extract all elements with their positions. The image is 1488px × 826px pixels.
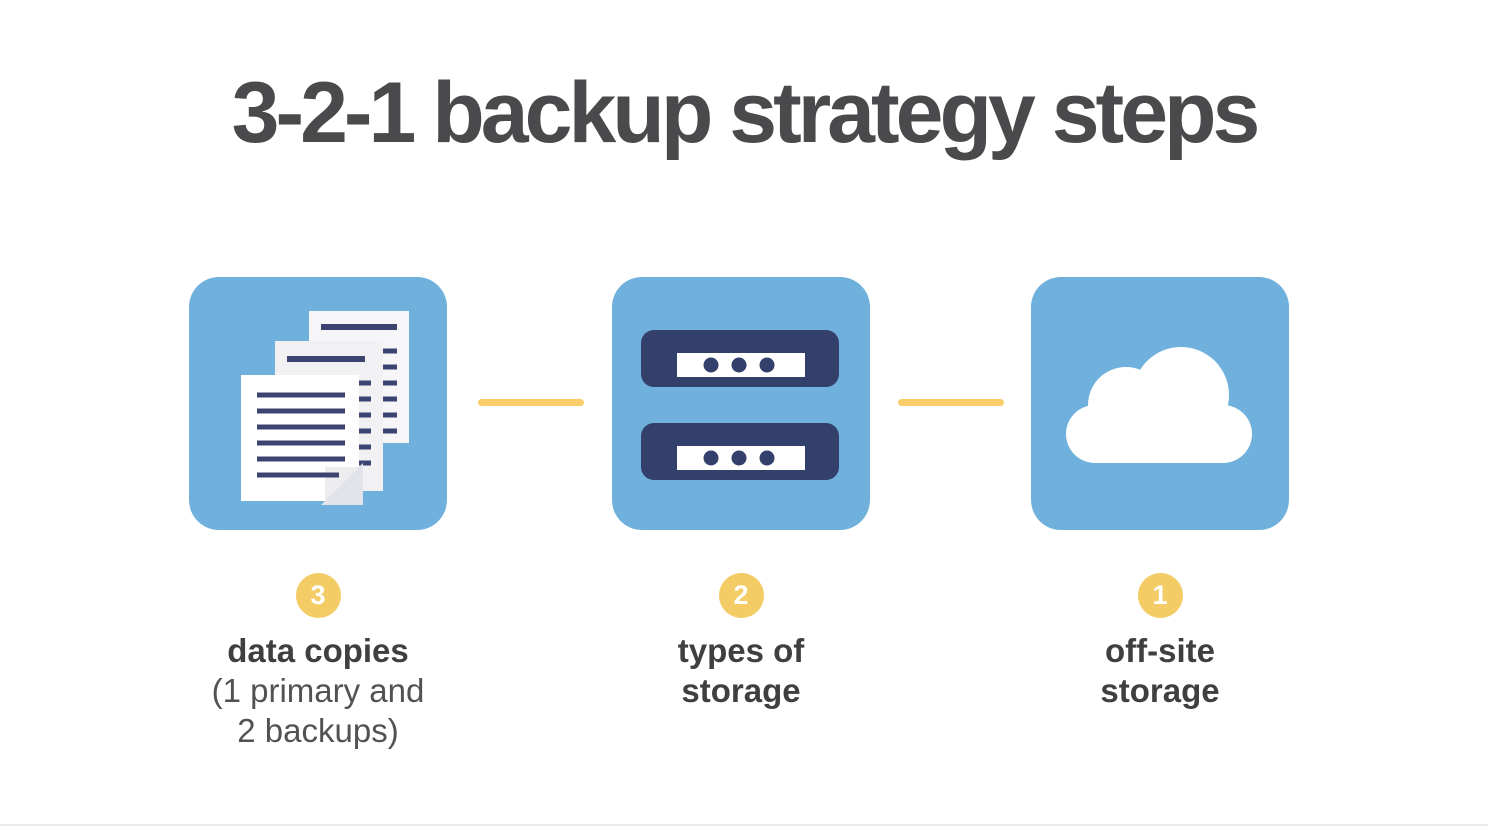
step-number-badge: 3 [295, 573, 341, 618]
documents-icon [241, 310, 409, 505]
step-label-line: types of [677, 632, 805, 669]
step-label: data copies (1 primary and 2 backups) [212, 631, 425, 751]
step-tile [612, 277, 870, 530]
cloud-icon [1066, 347, 1252, 463]
step-column-data-copies: 3 data copies (1 primary and 2 backups) [189, 277, 447, 751]
step-tile [189, 277, 447, 530]
step-tile [1031, 277, 1289, 530]
step-label: types of storage [678, 631, 805, 711]
step-label-line: storage [1100, 672, 1220, 709]
step-sublabel-line: 2 backups) [237, 712, 399, 749]
step-number-badge: 2 [718, 573, 764, 618]
page-title: 3-2-1 backup strategy steps [231, 65, 1261, 161]
step-number-badge: 1 [1137, 573, 1183, 618]
connector-line [478, 399, 584, 406]
step-column-off-site-storage: 1 off-site storage [1031, 277, 1289, 711]
step-number: 3 [310, 580, 326, 610]
bottom-edge-divider [0, 824, 1488, 826]
step-column-types-of-storage: 2 types of storage [612, 277, 870, 711]
step-label-line: storage [681, 672, 801, 709]
step-label: off-site storage [1100, 631, 1219, 711]
step-number: 1 [1152, 580, 1168, 610]
step-number: 2 [733, 580, 749, 610]
server-stack-icon [641, 330, 839, 480]
step-label-line: data copies [227, 632, 409, 669]
step-sublabel-line: (1 primary and [211, 672, 425, 709]
connector-line [898, 399, 1004, 406]
step-label-line: off-site [1105, 632, 1215, 669]
